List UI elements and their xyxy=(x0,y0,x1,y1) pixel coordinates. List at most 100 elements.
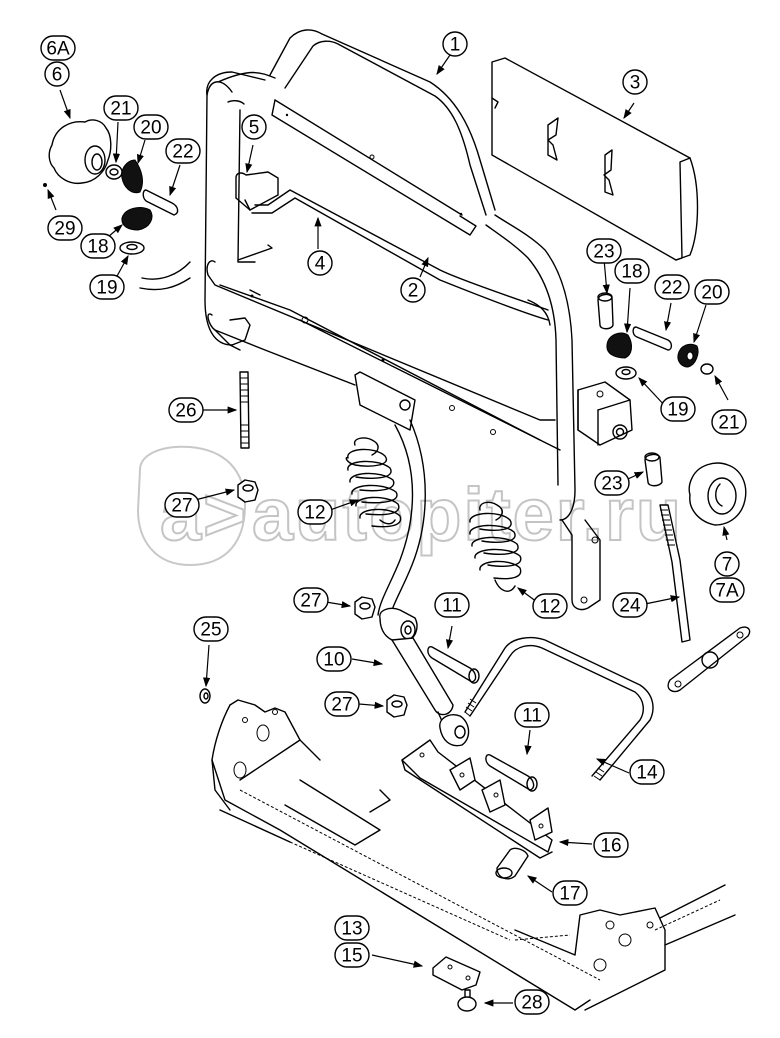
callout-12: 12 xyxy=(532,593,568,619)
bushing-23-bottom xyxy=(644,453,663,487)
plate-3 xyxy=(491,57,699,261)
callout-bubble xyxy=(714,551,740,577)
callout-14: 14 xyxy=(629,759,665,785)
callout-label: 21 xyxy=(110,99,131,120)
callout-label: 16 xyxy=(600,836,621,857)
callout-29: 29 xyxy=(47,215,83,241)
bracket-16 xyxy=(401,739,553,859)
callout-22: 22 xyxy=(654,274,690,300)
screw-28 xyxy=(457,996,477,1012)
callout-1: 1 xyxy=(442,31,468,57)
callout-23: 23 xyxy=(586,238,622,264)
callout-bubble xyxy=(103,95,139,121)
callout-label: 23 xyxy=(601,474,622,495)
set-screw-29 xyxy=(43,183,47,187)
callout-label: 14 xyxy=(636,763,658,784)
callout-label: 13 xyxy=(341,919,362,940)
callout-bubble xyxy=(593,832,629,858)
washer-19-left xyxy=(119,241,145,255)
swoosh-line xyxy=(141,261,191,280)
callout-12: 12 xyxy=(297,499,333,525)
callout-label: 27 xyxy=(300,591,321,612)
watermark-logo-badge xyxy=(136,445,247,567)
nut-27-mid xyxy=(354,596,376,620)
callout-label: 28 xyxy=(521,993,542,1014)
watermark: a> autopiter.ru xyxy=(136,445,682,567)
callout-bubble xyxy=(241,114,267,140)
shaft-22-left xyxy=(142,189,179,216)
callout-bubble xyxy=(614,258,650,284)
callout-11: 11 xyxy=(434,592,470,618)
washer-19-right xyxy=(615,366,637,380)
leader-lines xyxy=(47,54,730,1007)
callout-bubble xyxy=(660,396,696,422)
callout-20: 20 xyxy=(133,114,169,140)
callout-bubble xyxy=(165,138,201,164)
callout-bubble xyxy=(434,592,470,618)
callout-bubble xyxy=(514,989,550,1015)
callout-bubble xyxy=(612,592,648,618)
handle-frame xyxy=(204,29,633,619)
callout-26: 26 xyxy=(168,397,204,423)
callout-bubble xyxy=(629,759,665,785)
callout-label: 24 xyxy=(619,596,641,617)
callout-bubble xyxy=(622,69,648,95)
stud-26 xyxy=(239,371,250,449)
callout-label: 7 xyxy=(722,555,733,576)
damper-10 xyxy=(379,607,470,747)
callout-bubble xyxy=(133,114,169,140)
bushing-23-top xyxy=(597,293,614,330)
callout-label: 12 xyxy=(539,597,560,618)
callout-bubble xyxy=(307,250,333,276)
clip-13-15 xyxy=(432,956,481,991)
callout-bubble xyxy=(594,470,630,496)
callout-27: 27 xyxy=(164,492,200,518)
callout-bubble xyxy=(709,577,745,603)
callout-bubble xyxy=(654,274,690,300)
knob-6 xyxy=(48,119,112,185)
callout-label: 11 xyxy=(522,706,542,727)
callout-label: 3 xyxy=(630,73,641,94)
callout-bubble xyxy=(514,702,550,728)
nut-25 xyxy=(199,688,211,704)
callout-bubble xyxy=(400,277,426,303)
callout-label: 2 xyxy=(408,281,419,302)
callout-20: 20 xyxy=(694,279,730,305)
callout-label: 27 xyxy=(171,496,192,517)
callout-label: 22 xyxy=(661,278,682,299)
callout-label: 6A xyxy=(46,39,70,60)
callout-4: 4 xyxy=(307,250,333,276)
callout-bubble xyxy=(324,691,360,717)
swoosh-line xyxy=(139,277,191,291)
snap-ring-21-right xyxy=(700,363,714,375)
callout-bubble xyxy=(40,35,76,61)
callout-6: 6 xyxy=(44,61,70,87)
callout-label: 27 xyxy=(331,695,352,716)
callout-10: 10 xyxy=(316,646,352,672)
callout-label: 25 xyxy=(200,620,221,641)
callout-label: 15 xyxy=(341,946,362,967)
callout-24: 24 xyxy=(612,592,648,618)
spring-12-left xyxy=(345,437,402,528)
callout-17: 17 xyxy=(552,880,588,906)
callout-5: 5 xyxy=(241,114,267,140)
callout-2: 2 xyxy=(400,277,426,303)
callout-label: 4 xyxy=(315,254,326,275)
callout-label: 22 xyxy=(172,142,193,163)
callout-22: 22 xyxy=(165,138,201,164)
callout-label: 20 xyxy=(140,118,161,139)
callout-bubble xyxy=(552,880,588,906)
callout-bubble xyxy=(711,409,747,435)
callout-bubble xyxy=(532,593,568,619)
callout-bubble xyxy=(89,274,125,300)
spring-12-right xyxy=(469,501,522,592)
callout-18: 18 xyxy=(614,258,650,284)
callout-label: 29 xyxy=(54,219,75,240)
callout-label: 11 xyxy=(442,596,462,617)
callout-bubble xyxy=(297,499,333,525)
callout-21: 21 xyxy=(103,95,139,121)
callout-bubble xyxy=(47,215,83,241)
callout-11: 11 xyxy=(514,702,550,728)
